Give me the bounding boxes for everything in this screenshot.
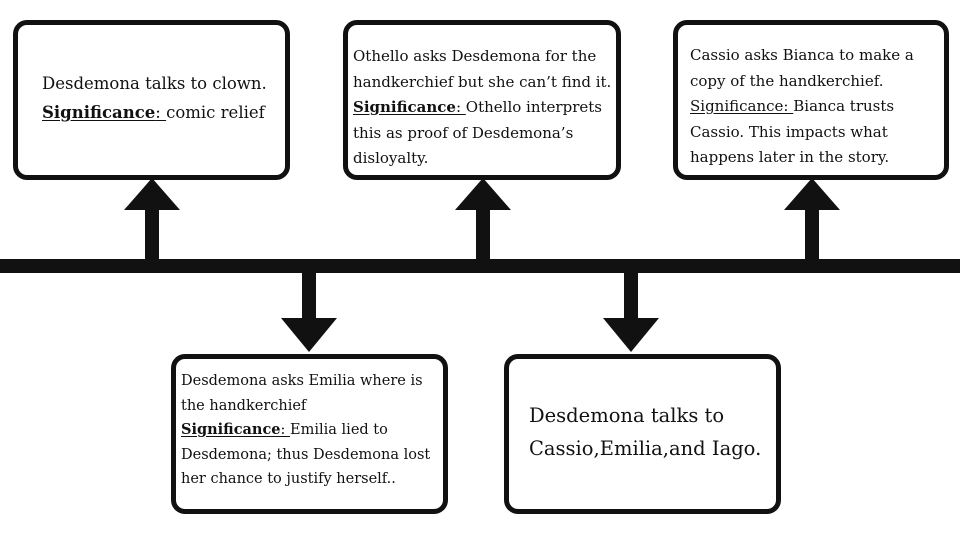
- event-2-text: Othello asks Desdemona for the handkerch…: [353, 47, 612, 91]
- event-box-1: Desdemona talks to clown. Significance: …: [13, 20, 290, 180]
- event-1-significance-label: Significance: [42, 103, 156, 122]
- event-1-significance-text: comic relief: [166, 103, 265, 122]
- event-3-significance-label: Significance: [690, 97, 784, 115]
- timeline-line: [0, 259, 960, 273]
- event-1-content: Desdemona talks to clown. Significance: …: [42, 69, 282, 127]
- event-box-5: Desdemona talks to Cassio,Emilia,and Iag…: [504, 354, 781, 514]
- event-4-text: Desdemona asks Emilia where is the handk…: [181, 373, 423, 414]
- arrow-up-1: [124, 178, 180, 263]
- event-2-significance-text: Othello interprets this as proof of Desd…: [353, 98, 602, 167]
- event-2-significance-label: Significance: [353, 98, 456, 116]
- event-box-3: Cassio asks Bianca to make a copy of the…: [673, 20, 949, 180]
- event-box-2: Othello asks Desdemona for the handkerch…: [343, 20, 621, 180]
- arrow-up-3: [784, 178, 840, 263]
- event-3-content: Cassio asks Bianca to make a copy of the…: [690, 43, 944, 171]
- event-1-significance-colon: :: [155, 103, 167, 122]
- arrow-down-4: [281, 270, 337, 352]
- event-3-text: Cassio asks Bianca to make a copy of the…: [690, 46, 914, 90]
- event-4-significance-text: Emilia lied to Desdemona; thus Desdemona…: [181, 422, 431, 487]
- event-2-content: Othello asks Desdemona for the handkerch…: [353, 44, 616, 172]
- event-1-text: Desdemona talks to clown.: [42, 74, 267, 93]
- event-5-text: Desdemona talks to Cassio,Emilia,and Iag…: [529, 404, 762, 460]
- event-4-significance-label: Significance: [181, 421, 281, 438]
- event-box-4: Desdemona asks Emilia where is the handk…: [171, 354, 448, 514]
- event-3-significance-colon: :: [783, 97, 794, 115]
- event-4-content: Desdemona asks Emilia where is the handk…: [181, 369, 443, 492]
- event-2-significance-colon: :: [455, 98, 466, 116]
- event-3-significance-text: Bianca trusts Cassio. This impacts what …: [690, 97, 895, 166]
- event-5-content: Desdemona talks to Cassio,Emilia,and Iag…: [529, 399, 776, 465]
- event-4-significance-colon: :: [280, 422, 291, 438]
- arrow-up-2: [455, 178, 511, 263]
- arrow-down-5: [603, 270, 659, 352]
